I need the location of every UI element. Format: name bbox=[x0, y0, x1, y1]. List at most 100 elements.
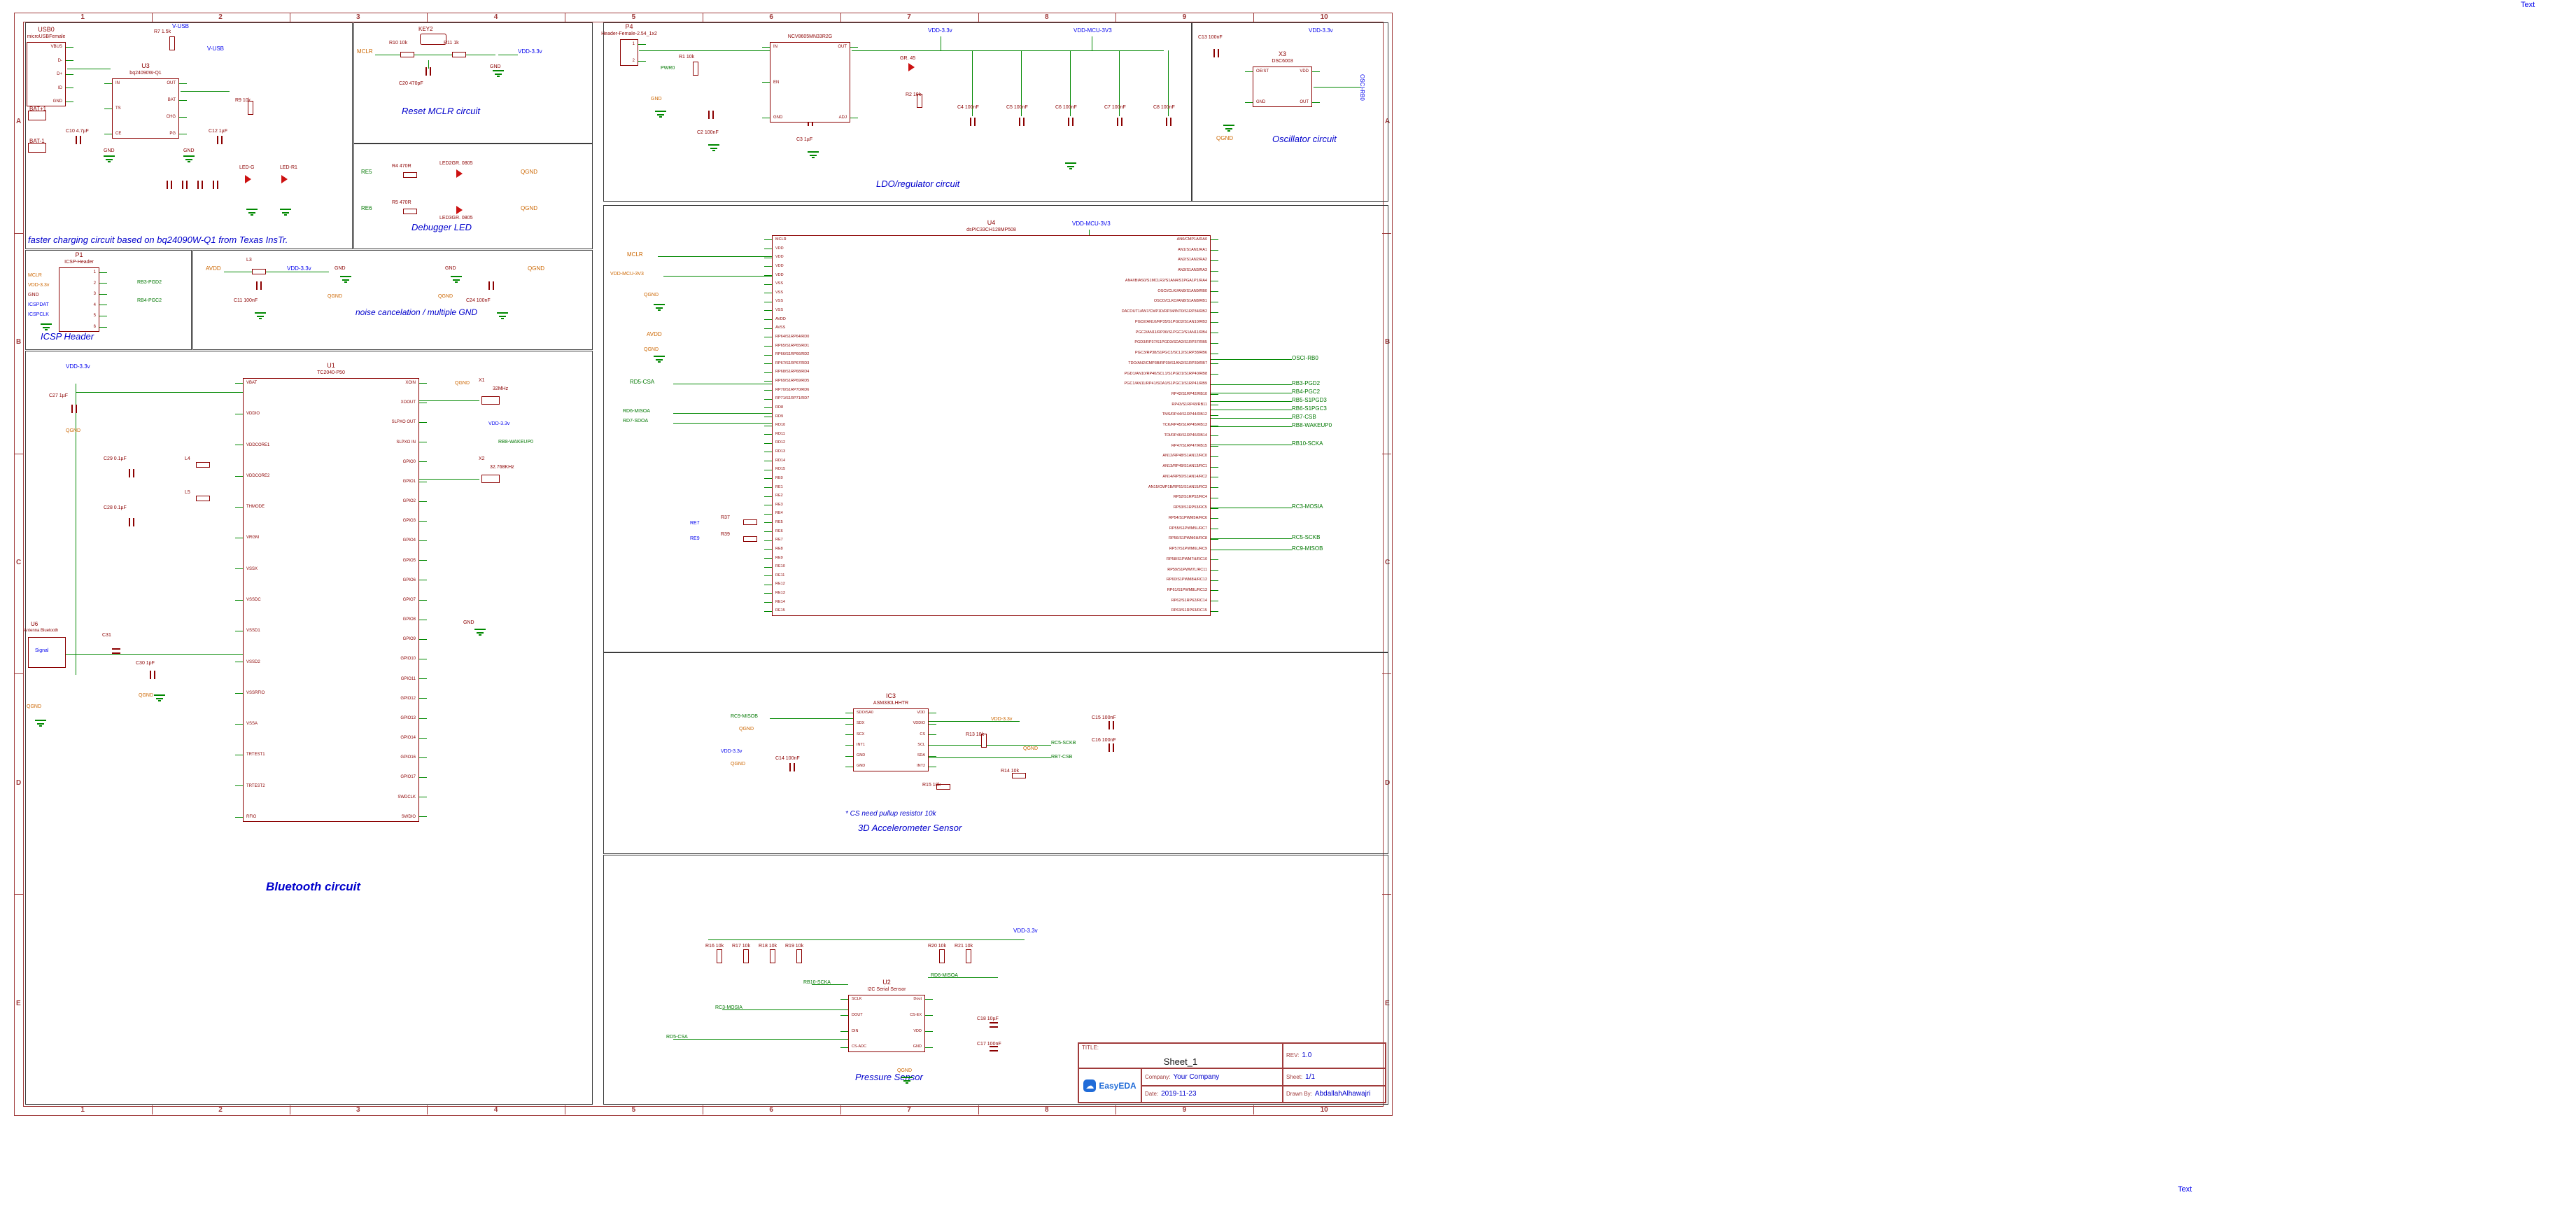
chip-u3-charger[interactable] bbox=[112, 78, 179, 139]
component-label[interactable]: C20 470pF bbox=[399, 81, 423, 86]
resistor-symbol[interactable] bbox=[403, 209, 417, 214]
component-label[interactable]: C18 10µF bbox=[977, 1016, 999, 1021]
component-label[interactable]: C7 100nF bbox=[1104, 105, 1126, 110]
net-label[interactable]: RE7 bbox=[690, 521, 700, 526]
component-label[interactable]: R10 10k bbox=[389, 41, 408, 46]
net-port-label[interactable]: RE5 bbox=[361, 169, 372, 175]
power-flag-label[interactable]: VDD-MCU-3V3 bbox=[610, 272, 644, 277]
component-label[interactable]: LED-R1 bbox=[280, 165, 297, 170]
net-port-label[interactable]: RD7-SDOA bbox=[623, 419, 649, 424]
component-label[interactable]: X1 bbox=[479, 378, 485, 383]
net-port-label[interactable]: RB10-SCKA bbox=[1292, 440, 1323, 447]
net-port-label[interactable]: RC3-MOSIA bbox=[1292, 503, 1323, 510]
component-label[interactable]: C6 100nF bbox=[1055, 105, 1077, 110]
component-label[interactable]: LED-G bbox=[239, 165, 255, 170]
chip-ref-accel-chip[interactable]: IC3 bbox=[885, 692, 896, 699]
resistor-symbol[interactable] bbox=[693, 62, 698, 76]
resistor-symbol[interactable] bbox=[743, 536, 757, 542]
net-label[interactable]: ICSPDAT bbox=[28, 302, 49, 307]
chip-p4-header[interactable] bbox=[620, 39, 638, 66]
net-label[interactable]: VDD-3.3v bbox=[1013, 928, 1038, 934]
ground-symbol[interactable] bbox=[35, 720, 46, 727]
chip-ref-mcu[interactable]: U4 bbox=[987, 219, 996, 226]
section-title-accel[interactable]: 3D Accelerometer Sensor bbox=[858, 823, 962, 833]
chip-pressure-chip[interactable] bbox=[848, 995, 925, 1052]
resistor-symbol[interactable] bbox=[796, 949, 802, 963]
component-label[interactable]: C16 100nF bbox=[1092, 738, 1116, 743]
drawn-by-value[interactable]: AbdallahAlhawajri bbox=[1314, 1090, 1371, 1098]
component-label[interactable]: 32.768KHz bbox=[490, 465, 514, 470]
component-label[interactable]: C4 100nF bbox=[957, 105, 979, 110]
net-label[interactable]: V-USB bbox=[207, 46, 225, 52]
component-label[interactable]: R11 1k bbox=[444, 41, 459, 46]
component-label[interactable]: C14 100nF bbox=[775, 756, 800, 761]
ground-symbol[interactable] bbox=[451, 276, 462, 283]
capacitor-symbol[interactable] bbox=[129, 518, 134, 526]
capacitor-symbol[interactable] bbox=[71, 405, 77, 413]
component-label[interactable]: R4 470R bbox=[392, 164, 411, 169]
chip-ref-pressure-chip[interactable]: U2 bbox=[882, 979, 891, 986]
ground-symbol[interactable] bbox=[183, 155, 195, 162]
capacitor-symbol[interactable] bbox=[708, 111, 714, 119]
ground-symbol[interactable] bbox=[340, 276, 351, 283]
component-label[interactable]: R21 10k bbox=[955, 944, 973, 949]
chip-value-accel-chip[interactable]: ASM330LHHTR bbox=[873, 701, 909, 706]
component-label[interactable]: R9 10k bbox=[235, 98, 251, 103]
component-label[interactable]: GND bbox=[183, 148, 195, 153]
sheet-value[interactable]: 1/1 bbox=[1305, 1072, 1316, 1081]
component-label[interactable]: R7 1.5k bbox=[154, 29, 171, 34]
section-title-debug-led[interactable]: Debugger LED bbox=[411, 222, 472, 232]
net-port-label[interactable]: RD5-CSA bbox=[666, 1035, 688, 1040]
chip-mcu[interactable] bbox=[772, 235, 1211, 616]
chip-icsp-header[interactable] bbox=[59, 267, 99, 332]
power-flag-label[interactable]: QGND bbox=[528, 265, 544, 272]
chip-value-mcu[interactable]: dsPIC33CH128MP508 bbox=[966, 228, 1016, 232]
chip-ref-p4-header[interactable]: P4 bbox=[625, 23, 633, 30]
net-label[interactable]: VDD-MCU-3V3 bbox=[1074, 27, 1112, 34]
ground-symbol[interactable] bbox=[246, 209, 258, 216]
power-flag-label[interactable]: QGND bbox=[139, 693, 153, 698]
led-diode-symbol[interactable] bbox=[456, 169, 463, 178]
capacitor-symbol[interactable] bbox=[182, 181, 188, 189]
ground-symbol[interactable] bbox=[280, 209, 291, 216]
chip-ref-u3-charger[interactable]: U3 bbox=[141, 62, 150, 69]
component-label[interactable]: LED3GR. 0805 bbox=[439, 216, 473, 221]
power-flag-label[interactable]: QGND bbox=[1216, 135, 1233, 141]
ground-symbol[interactable] bbox=[654, 356, 665, 363]
component-label[interactable]: R39 bbox=[721, 532, 730, 537]
component-label[interactable]: C2 100nF bbox=[697, 130, 719, 135]
chip-value-x3-oscillator[interactable]: DSC6003 bbox=[1272, 59, 1293, 64]
component-label[interactable]: BAT-1 bbox=[29, 138, 45, 144]
chip-ref-usb-connector[interactable]: USB0 bbox=[38, 26, 55, 33]
ground-symbol[interactable] bbox=[654, 304, 665, 311]
power-flag-label[interactable]: AVDD bbox=[647, 331, 662, 337]
component-label[interactable]: LED2GR. 0805 bbox=[439, 161, 473, 166]
capacitor-symbol[interactable] bbox=[150, 671, 155, 679]
power-flag-label[interactable]: QGND bbox=[897, 1068, 912, 1073]
power-flag-label[interactable]: MCLR bbox=[28, 273, 42, 278]
component-label[interactable]: C3 1µF bbox=[796, 137, 813, 142]
capacitor-symbol[interactable] bbox=[213, 181, 218, 189]
component-label[interactable]: GND bbox=[490, 64, 501, 69]
component-label[interactable]: C28 0.1µF bbox=[104, 505, 127, 510]
net-port-label[interactable]: RC3-MOSIA bbox=[715, 1005, 742, 1010]
capacitor-symbol[interactable] bbox=[76, 136, 81, 144]
net-port-label[interactable]: RB8-WAKEUP0 bbox=[1292, 422, 1332, 428]
component-label[interactable]: C31 bbox=[102, 633, 111, 638]
chip-value-u3-charger[interactable]: bq24090W-Q1 bbox=[129, 71, 162, 76]
component-label[interactable]: C10 4.7µF bbox=[66, 129, 89, 134]
component-label[interactable]: R17 10k bbox=[732, 944, 751, 949]
connector-symbol[interactable] bbox=[28, 111, 46, 120]
net-label[interactable]: RE9 bbox=[690, 536, 700, 541]
ground-symbol[interactable] bbox=[1223, 125, 1234, 132]
resistor-symbol[interactable] bbox=[717, 949, 722, 963]
component-label[interactable]: R5 470R bbox=[392, 200, 411, 205]
chip-value-icsp-header[interactable]: ICSP-Header bbox=[64, 260, 94, 265]
capacitor-symbol[interactable] bbox=[1166, 118, 1171, 126]
ground-symbol[interactable] bbox=[41, 323, 52, 330]
component-label[interactable]: GR. 45 bbox=[900, 56, 916, 61]
net-port-label[interactable]: RB3-PGD2 bbox=[137, 280, 162, 285]
chip-value-bt-module[interactable]: TC2040-P50 bbox=[317, 370, 345, 375]
power-flag-label[interactable]: QGND bbox=[1023, 746, 1038, 751]
